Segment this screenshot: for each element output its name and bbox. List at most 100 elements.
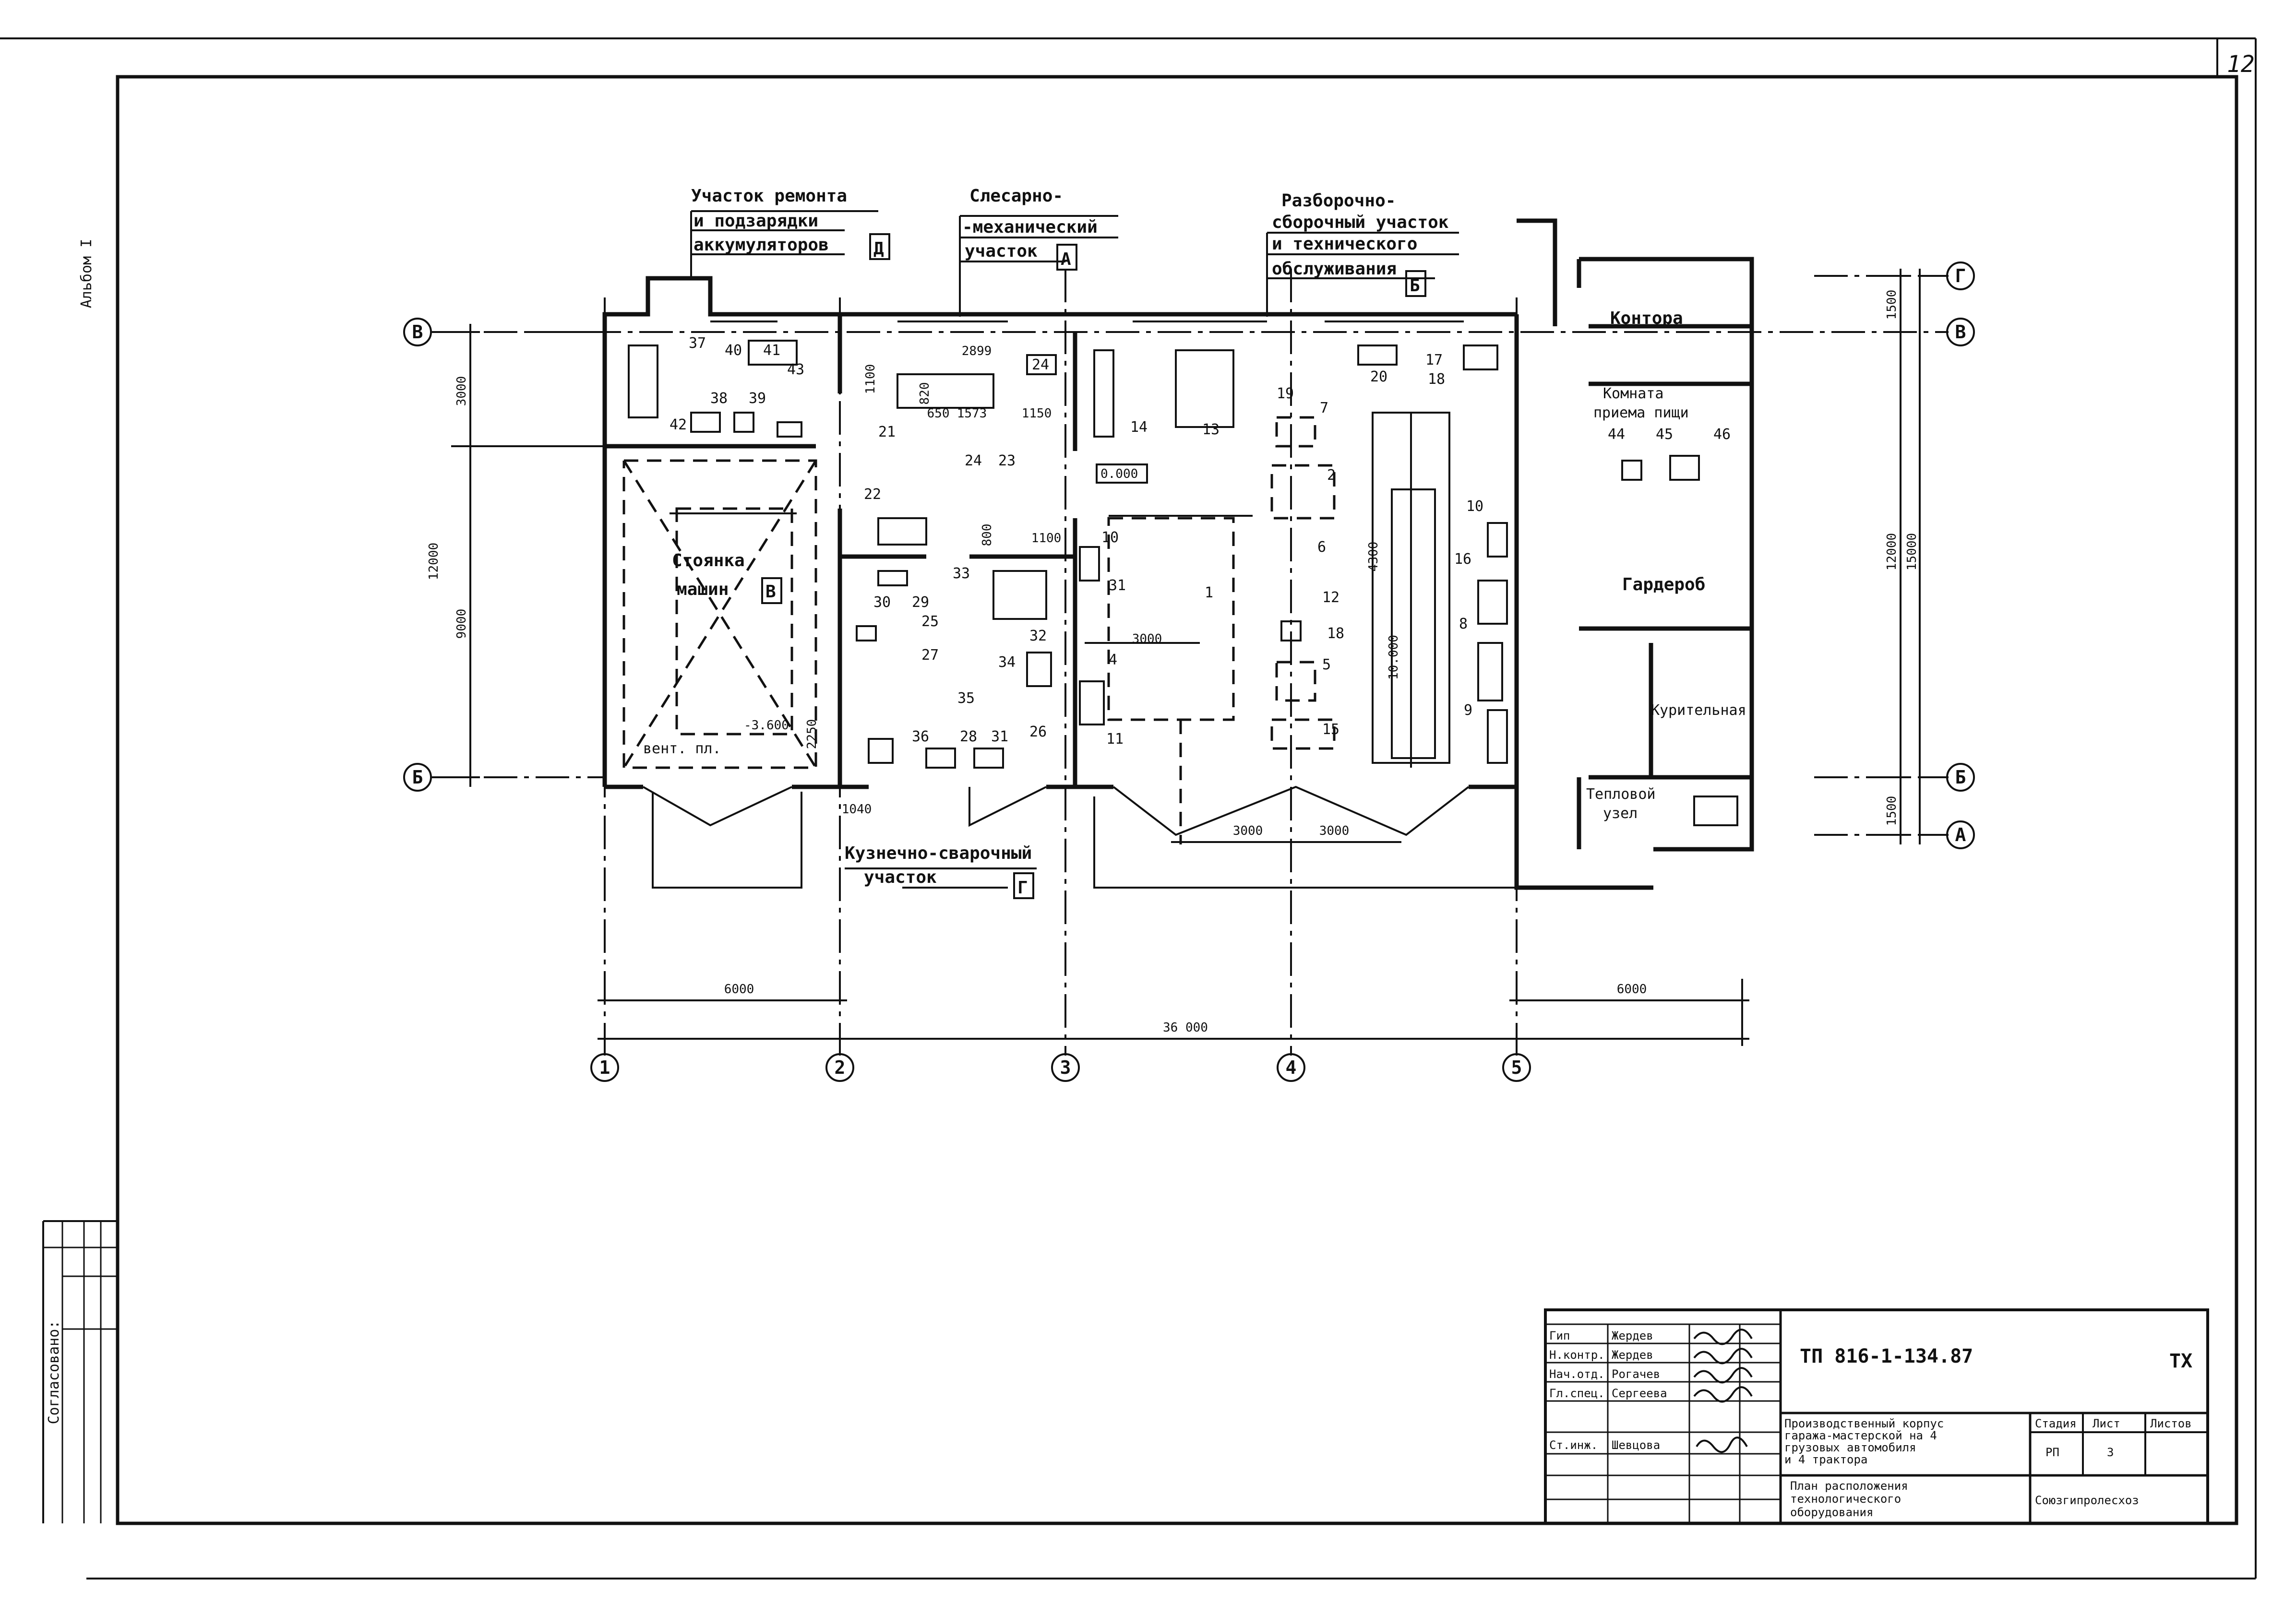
equip-13: 13 bbox=[1202, 421, 1220, 438]
tb-name-1: Жердев bbox=[1612, 1329, 1653, 1342]
zone-battery-letter: Д bbox=[873, 239, 884, 259]
equip-31a: 31 bbox=[991, 728, 1008, 745]
level-zero: 0.000 bbox=[1100, 467, 1138, 481]
equip-41: 41 bbox=[763, 342, 780, 359]
zone-forge-line2: участок bbox=[864, 867, 937, 887]
axis-label-5: 5 bbox=[1511, 1057, 1522, 1078]
dim-900: 800 bbox=[980, 524, 994, 546]
equip-19: 19 bbox=[1277, 385, 1294, 402]
zone-mechanical-line1: Слесарно- bbox=[969, 186, 1063, 206]
equip-35: 35 bbox=[957, 690, 975, 707]
dim-3000-left: 3000 bbox=[454, 376, 469, 406]
equip-12: 12 bbox=[1322, 589, 1339, 606]
dim-15000-right: 15000 bbox=[1905, 533, 1919, 570]
equip-34: 34 bbox=[998, 654, 1016, 671]
structural-axes bbox=[432, 269, 1949, 1056]
equip-21: 21 bbox=[878, 424, 896, 440]
equip-16: 16 bbox=[1454, 551, 1471, 568]
sheet-frame bbox=[0, 37, 2257, 1579]
tb-sheet-hdr: Лист bbox=[2093, 1417, 2120, 1430]
equip-1: 1 bbox=[1205, 584, 1213, 601]
tb-name-2: Жердев bbox=[1612, 1348, 1653, 1362]
axis-bubbles bbox=[403, 261, 1975, 1082]
zone-mechanical-line2: -механический bbox=[962, 217, 1098, 237]
equip-25: 25 bbox=[921, 613, 939, 630]
tb-org: Союзгипролесхоз bbox=[2035, 1494, 2139, 1507]
dimension-lines bbox=[451, 269, 1921, 1046]
dim-36000: 36 000 bbox=[1163, 1021, 1208, 1035]
room-meal-line1: Комната bbox=[1603, 385, 1663, 402]
dim-1100: 1100 bbox=[863, 364, 878, 394]
room-smoking: Курительная bbox=[1651, 702, 1746, 719]
equip-38: 38 bbox=[710, 390, 728, 407]
tb-sheets-hdr: Листов bbox=[2150, 1417, 2192, 1430]
zone-assembly-line1: Разборочно- bbox=[1281, 191, 1396, 211]
room-wardrobe: Гардероб bbox=[1622, 575, 1705, 594]
tb-role-nkontr: Н.контр. bbox=[1549, 1348, 1605, 1362]
equip-11: 11 bbox=[1106, 731, 1124, 748]
zone-parking-line2: машин bbox=[677, 580, 729, 599]
page-number: 12 bbox=[2227, 51, 2255, 78]
tb-code: ТП 816-1-134.87 bbox=[1800, 1345, 1973, 1367]
equip-9: 9 bbox=[1464, 702, 1472, 719]
zone-assembly-line3: и технического bbox=[1272, 234, 1417, 254]
zone-assembly-line2: сборочный участок bbox=[1272, 213, 1449, 232]
zone-assembly-letter: Б bbox=[1410, 276, 1420, 296]
room-meal-line2: приема пищи bbox=[1593, 404, 1689, 421]
equip-10b: 10 bbox=[1466, 498, 1483, 515]
axis-label-right-b: Б bbox=[1955, 767, 1966, 788]
parking-area bbox=[622, 459, 817, 769]
zone-battery-line1: Участок ремонта bbox=[691, 186, 847, 206]
building-walls bbox=[602, 218, 1754, 890]
equip-27: 27 bbox=[921, 647, 939, 664]
tb-object-2: гаража-мастерской на 4 bbox=[1784, 1429, 1937, 1442]
zone-mechanical-letter: А bbox=[1061, 249, 1071, 269]
equip-40: 40 bbox=[725, 342, 742, 359]
equip-32: 32 bbox=[1029, 628, 1047, 644]
room-office: Контора bbox=[1610, 309, 1683, 328]
equip-24b: 24 bbox=[965, 452, 982, 469]
equipment-blocks bbox=[628, 340, 1738, 826]
equip-36: 36 bbox=[912, 728, 929, 745]
equip-30: 30 bbox=[873, 594, 891, 611]
equip-20: 20 bbox=[1370, 368, 1387, 385]
zone-parking-line1: Стоянка bbox=[672, 551, 745, 570]
tb-stage: РП bbox=[2045, 1446, 2059, 1459]
equip-31b: 31 bbox=[1109, 577, 1126, 594]
dim-2899: 2899 bbox=[962, 344, 992, 358]
equip-10a: 10 bbox=[1101, 529, 1119, 546]
level-box bbox=[1096, 463, 1148, 484]
axis-label-right-v: В bbox=[1955, 321, 1966, 343]
equip-44: 44 bbox=[1608, 426, 1625, 443]
dim-9000-left: 9000 bbox=[454, 609, 469, 639]
axis-label-right-a: А bbox=[1955, 824, 1966, 845]
tb-mark: ТХ bbox=[2169, 1350, 2192, 1372]
equip-18a: 18 bbox=[1428, 371, 1445, 388]
tb-title-2: технологического bbox=[1790, 1492, 1901, 1506]
tb-object-4: и 4 трактора bbox=[1784, 1453, 1867, 1466]
zone-labels bbox=[690, 210, 1459, 899]
dim-3000-b: 3000 bbox=[1319, 824, 1350, 838]
axis-label-4: 4 bbox=[1286, 1057, 1297, 1078]
equip-8: 8 bbox=[1459, 616, 1468, 632]
tb-title-1: План расположения bbox=[1790, 1479, 1908, 1493]
agreed-label: Согласовано: bbox=[46, 1320, 62, 1425]
equip-14: 14 bbox=[1130, 419, 1148, 436]
album-label: Альбом I bbox=[78, 239, 95, 309]
equip-26: 26 bbox=[1029, 724, 1047, 740]
tb-stage-hdr: Стадия bbox=[2035, 1417, 2077, 1430]
zone-forge-letter: Г bbox=[1017, 878, 1028, 898]
tb-role-glspec: Гл.спец. bbox=[1549, 1387, 1605, 1400]
dim-1100b: 1100 bbox=[1031, 531, 1062, 546]
tb-role-stinzh: Ст.инж. bbox=[1549, 1438, 1598, 1452]
equip-15: 15 bbox=[1322, 721, 1339, 738]
axis-label-3: 3 bbox=[1060, 1057, 1071, 1078]
tb-name-5: Шевцова bbox=[1612, 1438, 1660, 1452]
equip-23: 23 bbox=[998, 452, 1016, 469]
dim-6000-right: 6000 bbox=[1617, 982, 1647, 997]
equip-46: 46 bbox=[1713, 426, 1731, 443]
assembly-bays bbox=[1107, 412, 1450, 844]
dim-1500-bottom-right: 1500 bbox=[1885, 796, 1899, 826]
dim-1150: 1150 bbox=[1022, 406, 1052, 421]
dim-1040: 1040 bbox=[842, 802, 872, 817]
